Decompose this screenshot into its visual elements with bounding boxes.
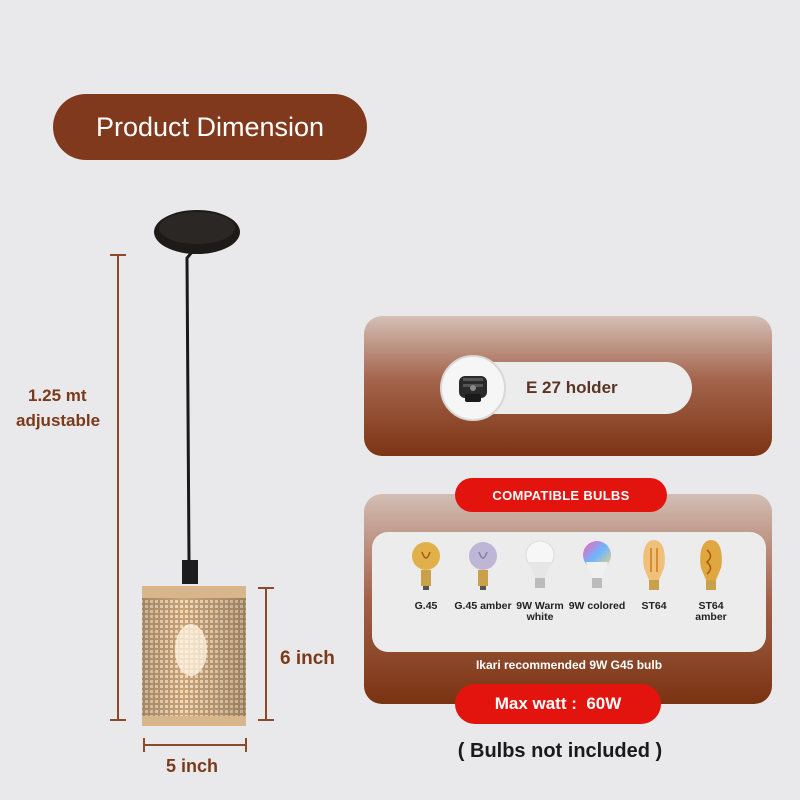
bulb-item: ST64 <box>625 538 683 612</box>
bulb-label: 9W Warm white <box>516 600 564 623</box>
bulb-item: 9W colored <box>568 538 626 612</box>
st64-bulb-icon <box>643 540 665 590</box>
bulb-label: ST64 amber <box>695 600 727 623</box>
cord-length-label: 1.25 mt <box>28 386 87 405</box>
bulb-label: 9W colored <box>568 600 626 612</box>
page-title: Product Dimension <box>53 94 367 160</box>
cord-grip <box>182 560 198 584</box>
g45-bulb-icon <box>412 542 440 590</box>
shade-width-label: 5 inch <box>166 756 219 776</box>
g45-amber-bulb-icon <box>469 542 497 590</box>
max-watt-badge: Max watt : 60W <box>455 684 661 724</box>
led-bulb-icon <box>525 540 555 588</box>
holder-label: E 27 holder <box>526 378 618 397</box>
shade-height-label: 6 inch <box>280 648 335 669</box>
power-cord <box>185 245 199 561</box>
lamp-holder-icon <box>440 355 506 421</box>
compatible-bulbs-header: COMPATIBLE BULBS <box>455 478 667 512</box>
bulb-label: G.45 <box>414 600 438 612</box>
rattan-shade <box>142 586 246 726</box>
cord-adjustable-label: adjustable <box>16 411 101 430</box>
bulb-item: 9W Warm white <box>511 538 569 623</box>
rgb-bulb-icon <box>583 541 611 588</box>
bulb-item: G.45 amber <box>454 538 512 612</box>
bulb-strip: G.45 G.45 amber 9W Warm white <box>372 532 766 652</box>
st64-amber-bulb-icon <box>700 540 722 590</box>
bulb-item: G.45 <box>397 538 455 612</box>
holder-info: E 27 holder <box>440 355 692 421</box>
bulb-label: G.45 amber <box>454 600 512 612</box>
bulb-label: ST64 <box>641 600 667 612</box>
bulbs-not-included-note: ( Bulbs not included ) <box>457 740 663 762</box>
recommendation-text: Ikari recommended 9W G45 bulb <box>475 658 663 672</box>
bulb-item: ST64 amber <box>682 538 740 623</box>
